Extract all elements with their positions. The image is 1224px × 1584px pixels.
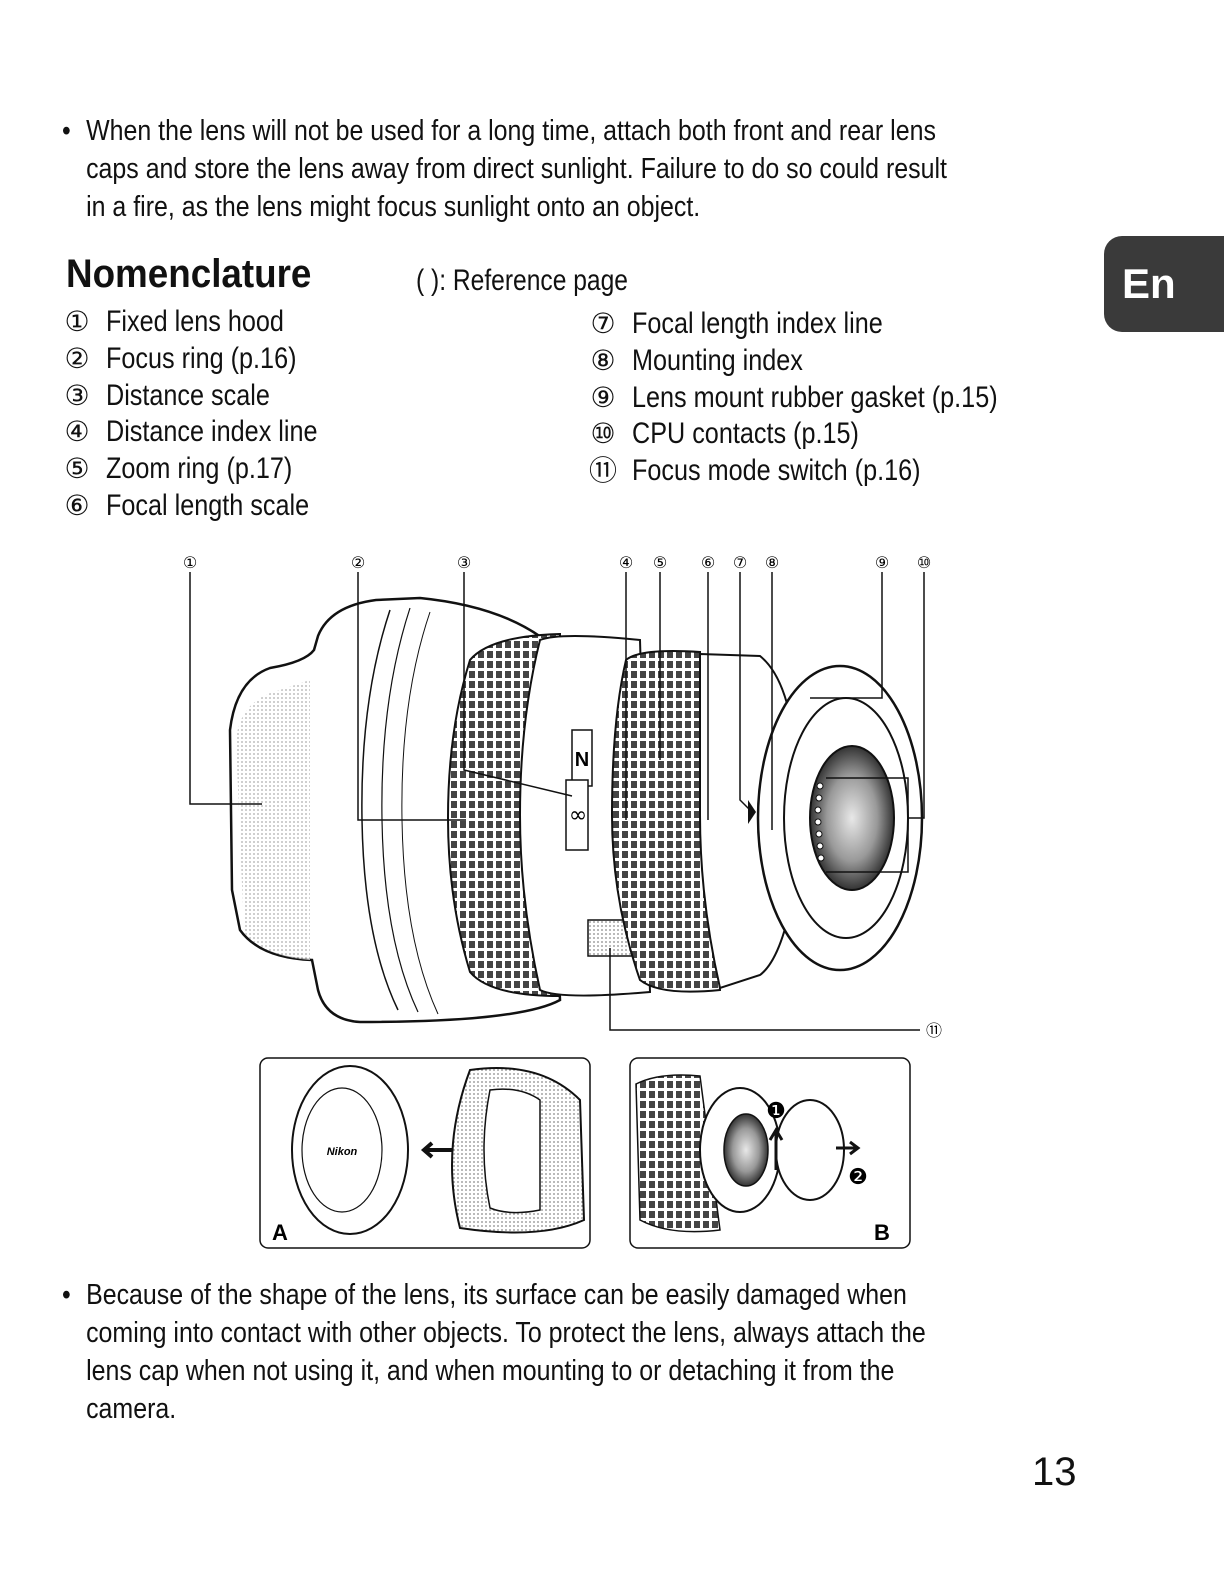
bullet-note-surface: • Because of the shape of the lens, its … — [62, 1276, 926, 1428]
bullet-line: Because of the shape of the lens, its su… — [86, 1279, 907, 1311]
item-number: ⑦ — [590, 308, 616, 339]
callout-11: ⑪ — [926, 1021, 942, 1040]
item-text: Mounting index — [632, 343, 803, 377]
arrow-up-icon — [768, 1127, 784, 1170]
language-tab: En — [1104, 236, 1224, 332]
item-text: Focal length index line — [632, 307, 883, 340]
lens-body-ribs — [635, 1074, 721, 1233]
bullet-line: caps and store the lens away from direct… — [86, 153, 947, 185]
item-number: ⑩ — [590, 418, 616, 450]
list-item: ⑨ Lens mount rubber gasket (p.15) — [588, 380, 1067, 417]
list-item: ④ Distance index line — [62, 414, 358, 451]
bullet-line: camera. — [86, 1393, 177, 1425]
distance-window — [565, 779, 589, 851]
bullet-marker: • — [62, 1279, 71, 1311]
bullet-marker: • — [62, 115, 71, 147]
inset-a: Nikon A — [259, 1057, 591, 1249]
item-text: Distance index line — [106, 415, 318, 449]
list-item: ⑧ Mounting index — [588, 343, 1067, 380]
list-item: ③ Distance scale — [62, 378, 358, 415]
bullet-line: When the lens will not be used for a lon… — [86, 115, 936, 147]
item-text: Focal length scale — [106, 488, 310, 522]
list-item: ⑩ CPU contacts (p.15) — [588, 416, 1067, 453]
step-2-marker: ❷ — [848, 1165, 868, 1190]
list-item: ⑥ Focal length scale — [62, 488, 358, 525]
callout-10: ⑩ — [917, 553, 931, 572]
bullet-line: coming into contact with other objects. … — [86, 1317, 926, 1349]
list-item: ① Fixed lens hood — [62, 304, 358, 341]
callout-9: ⑨ — [875, 553, 889, 572]
rear-lens-element — [809, 745, 895, 891]
item-number: ② — [64, 342, 90, 374]
item-text: Zoom ring (p.17) — [106, 452, 293, 486]
callout-7: ⑦ — [733, 553, 747, 572]
rear-cap — [775, 1099, 845, 1201]
step-1-marker: ❶ — [766, 1099, 786, 1124]
callout-5: ⑤ — [653, 553, 667, 572]
zoom-ring — [610, 650, 722, 993]
callout-3: ③ — [457, 553, 471, 572]
callout-2: ② — [351, 553, 365, 572]
callout-6: ⑥ — [701, 553, 715, 572]
arrow-left-icon — [420, 1141, 452, 1159]
list-item: ⑪ Focus mode switch (p.16) — [588, 453, 1067, 490]
callout-8: ⑧ — [765, 553, 779, 572]
item-number: ⑧ — [590, 344, 616, 376]
item-text: Focus mode switch (p.16) — [632, 454, 921, 488]
section-heading: Nomenclature ( ): Reference page — [66, 252, 628, 297]
bullet-line: in a fire, as the lens might focus sunli… — [86, 191, 701, 223]
list-item: ⑤ Zoom ring (p.17) — [62, 451, 358, 488]
callout-1: ① — [183, 553, 197, 572]
item-text: Fixed lens hood — [106, 305, 284, 338]
item-number: ① — [64, 306, 90, 337]
arrow-right-icon — [836, 1140, 861, 1156]
lens-mark-label: N — [575, 749, 589, 771]
bullet-line: lens cap when not using it, and when mou… — [86, 1355, 895, 1387]
item-number: ⑨ — [590, 381, 616, 413]
lens-mount — [756, 664, 924, 972]
list-item: ② Focus ring (p.16) — [62, 341, 358, 378]
reference-note: ( ): Reference page — [416, 264, 628, 297]
item-number: ⑥ — [64, 489, 90, 521]
callout-numbers: ① ② ③ ④ ⑤ ⑥ ⑦ ⑧ ⑨ ⑩ ⑪ — [183, 553, 942, 1040]
item-text: CPU contacts (p.15) — [632, 417, 859, 451]
item-number: ③ — [64, 379, 90, 411]
cpu-contacts — [814, 782, 825, 862]
item-number: ④ — [64, 416, 90, 448]
callout-lines — [189, 572, 925, 1031]
section-title: Nomenclature — [66, 252, 312, 296]
item-text: Distance scale — [106, 378, 270, 412]
infinity-mark: ∞ — [569, 803, 587, 828]
cap-brand-text: Nikon — [327, 1146, 358, 1158]
parts-list-left: ① Fixed lens hood ② Focus ring (p.16) ③ Dis… — [62, 304, 358, 525]
inset-a-label: A — [272, 1220, 288, 1245]
item-number: ⑤ — [64, 453, 90, 485]
inset-b: ❶ ❷ B — [629, 1057, 911, 1249]
bullet-note-storage: • When the lens will not be used for a l… — [62, 112, 947, 226]
item-number: ⑪ — [588, 455, 617, 487]
callout-4: ④ — [619, 553, 633, 572]
list-item: ⑦ Focal length index line — [588, 306, 1067, 343]
parts-list-right: ⑦ Focal length index line ⑧ Mounting index… — [588, 306, 1067, 490]
inset-b-label: B — [874, 1220, 890, 1245]
item-text: Focus ring (p.16) — [106, 341, 297, 375]
item-text: Lens mount rubber gasket (p.15) — [632, 380, 998, 414]
page-number: 13 — [1032, 1450, 1077, 1494]
lens-diagram: N ∞ ① ② — [183, 553, 942, 1249]
